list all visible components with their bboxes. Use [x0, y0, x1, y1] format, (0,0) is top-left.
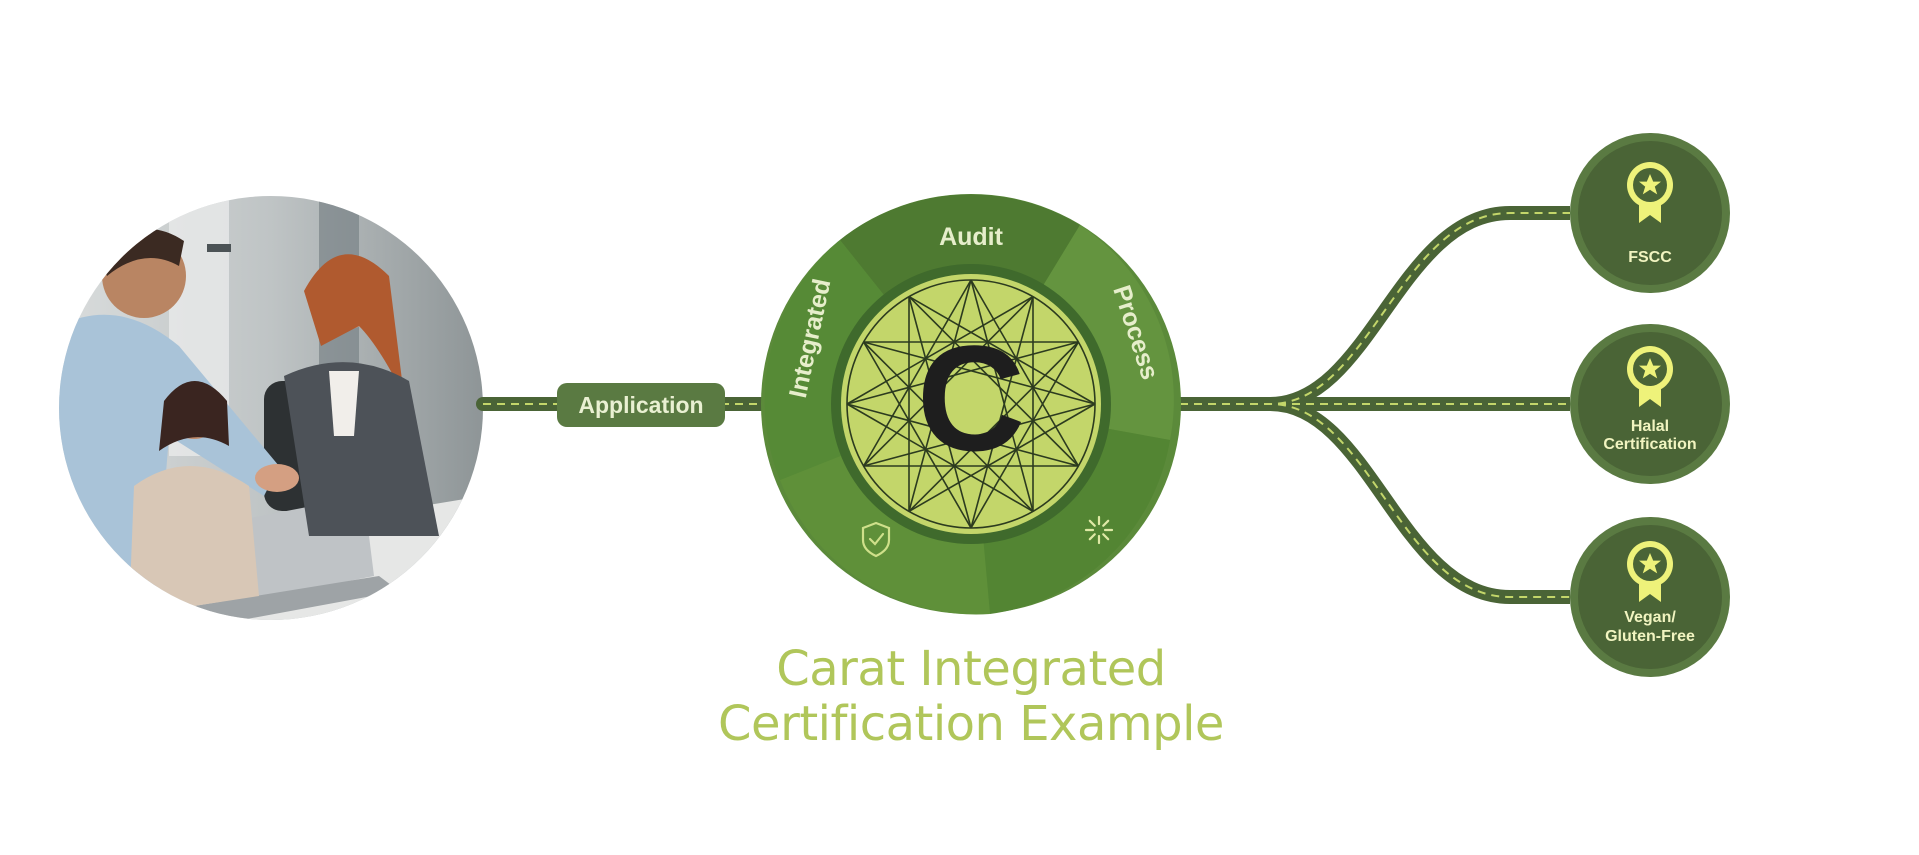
gem-pattern-ring	[846, 279, 1096, 529]
carat-logo-letter: C	[917, 314, 1025, 482]
award-ribbon-icon	[1627, 346, 1673, 407]
gem-pattern-line	[863, 341, 1034, 512]
gem-pattern-line	[846, 295, 1034, 405]
gem-pattern	[846, 279, 1096, 529]
shield-check-icon	[861, 521, 891, 558]
gem-pattern-line	[908, 296, 1079, 467]
gem-pattern-line	[846, 341, 1079, 405]
cert-badge-halal: Halal Certification	[1570, 324, 1730, 484]
cert-label-halal-line2: Certification	[1603, 436, 1696, 453]
ring-label-audit: Audit	[939, 223, 1004, 251]
gem-pattern-line	[970, 279, 1034, 512]
certification-branches	[1180, 206, 1570, 604]
sparkle-ray	[1102, 519, 1110, 527]
sparkle-ray	[1102, 533, 1110, 541]
gem-pattern-line	[970, 279, 1080, 467]
gem-pattern-line	[908, 403, 1096, 513]
gem-pattern-line	[846, 403, 1034, 513]
cert-label-vegan-line1: Vegan/	[1624, 609, 1676, 626]
application-label-text: Application	[578, 392, 703, 418]
gem-pattern-line	[970, 296, 1034, 529]
meeting-photo	[59, 196, 483, 620]
cert-badge-vegan: Vegan/ Gluten-Free	[1570, 517, 1730, 677]
gem-pattern-line	[908, 279, 972, 512]
gem-pattern-line	[908, 341, 1079, 512]
gem-pattern-line	[862, 279, 972, 467]
cert-label-vegan-line2: Gluten-Free	[1605, 628, 1695, 645]
diagram-title: Carat Integrated Certification Example	[718, 641, 1224, 752]
integrated-process-ring: C Audit Integrated Process	[761, 194, 1181, 615]
gem-pattern-line	[863, 296, 1034, 467]
gem-pattern-line	[908, 296, 972, 529]
gem-pattern-line	[908, 295, 1096, 405]
gem-pattern-line	[863, 403, 1096, 467]
gem-pattern-line	[970, 341, 1080, 529]
certification-badges: FSCC Halal Certification	[1570, 133, 1730, 677]
award-ribbon-icon	[1627, 162, 1673, 223]
award-ribbon-icon	[1627, 541, 1673, 602]
sparkle-icon	[1084, 515, 1114, 545]
gem-pattern-line	[863, 341, 1096, 405]
title-line-1: Carat Integrated	[776, 641, 1166, 697]
cert-label-halal-line1: Halal	[1631, 418, 1669, 435]
application-step-label: Application	[557, 383, 725, 427]
sparkle-ray	[1088, 533, 1096, 541]
gem-pattern-line	[862, 341, 972, 529]
title-line-2: Certification Example	[718, 696, 1224, 752]
cert-label-fscc: FSCC	[1628, 249, 1672, 266]
meeting-photo-art	[59, 196, 483, 620]
sparkle-ray	[1088, 519, 1096, 527]
gem-pattern-line	[846, 403, 1079, 467]
cert-badge-fscc: FSCC	[1570, 133, 1730, 293]
